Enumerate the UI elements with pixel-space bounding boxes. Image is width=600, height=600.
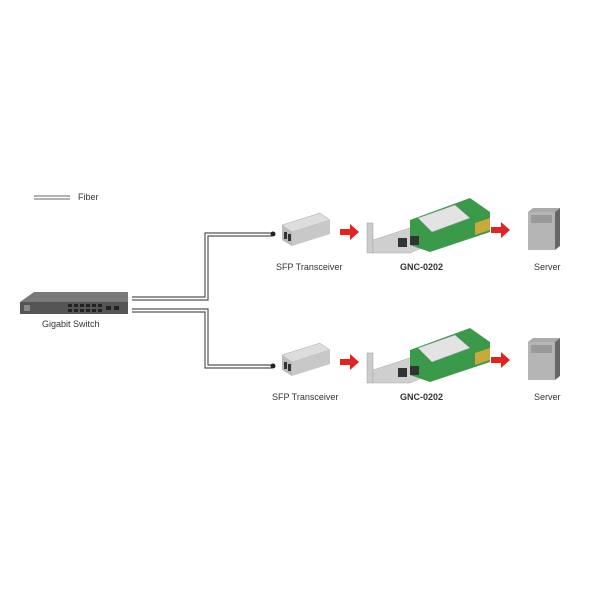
- sfp-transceiver-icon: [281, 212, 331, 246]
- gigabit-switch-icon: [20, 292, 128, 314]
- card-label: GNC-0202: [400, 262, 444, 272]
- row-top: [281, 198, 560, 254]
- arrow-icon: [491, 222, 510, 238]
- server-label: Server: [534, 262, 561, 272]
- legend-fiber-line: [34, 195, 70, 200]
- legend-fiber-label: Fiber: [78, 192, 99, 202]
- server-icon: [528, 338, 560, 380]
- arrow-icon: [491, 352, 510, 368]
- cable-connector-dot: [270, 231, 276, 237]
- fiber-cable-bottom: [132, 308, 272, 369]
- switch-label: Gigabit Switch: [42, 319, 100, 329]
- network-card-icon: [366, 198, 490, 254]
- transceiver-label: SFP Transceiver: [272, 392, 339, 402]
- card-label: GNC-0202: [400, 392, 444, 402]
- fiber-cable-top: [132, 232, 272, 301]
- server-icon: [528, 208, 560, 250]
- arrow-icon: [340, 354, 359, 370]
- cable-connector-dot: [270, 363, 276, 369]
- transceiver-label: SFP Transceiver: [276, 262, 343, 272]
- sfp-transceiver-icon: [281, 342, 331, 376]
- row-bottom: [281, 328, 560, 384]
- server-label: Server: [534, 392, 561, 402]
- network-card-icon: [366, 328, 490, 384]
- arrow-icon: [340, 224, 359, 240]
